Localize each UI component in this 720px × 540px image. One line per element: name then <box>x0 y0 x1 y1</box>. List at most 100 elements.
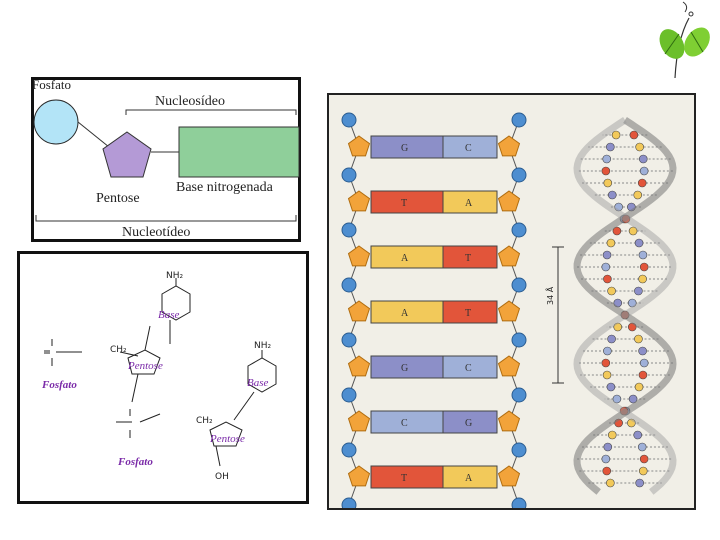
base-block-right <box>442 355 498 379</box>
phosphate-left <box>341 222 357 238</box>
helix-base <box>633 190 643 200</box>
base-block-right <box>442 465 498 489</box>
base-block-right <box>442 190 498 214</box>
helix-base <box>638 154 648 164</box>
base-letter-right: A <box>465 473 473 484</box>
sugar-right <box>497 300 521 322</box>
helix-base <box>634 382 644 392</box>
fosfato-label-1: Fosfato <box>42 379 77 391</box>
helix-strand-a <box>573 117 677 495</box>
helix-base <box>602 466 612 476</box>
helix-base <box>613 322 623 332</box>
nh2-label-1: NH₂ <box>166 271 184 281</box>
nucleotide-shapes <box>33 99 300 222</box>
base-letter-right: C <box>465 363 472 374</box>
helix-base <box>639 262 649 272</box>
phosphate-right <box>511 112 527 128</box>
helix-base <box>602 370 612 380</box>
phosphate-left <box>341 277 357 293</box>
helix-base <box>601 166 611 176</box>
helix-base <box>607 430 617 440</box>
phosphate-left <box>341 442 357 458</box>
helix-measure-label: 34 Å <box>546 286 555 305</box>
sugar-left <box>347 410 371 432</box>
phosphate-right <box>511 442 527 458</box>
helix-base <box>601 454 611 464</box>
sugar-left <box>347 245 371 267</box>
helix-base <box>638 370 648 380</box>
base-label: Base nitrogenada <box>176 180 273 195</box>
phosphate-left <box>341 332 357 348</box>
sugar-right <box>497 465 521 487</box>
nh2-label-2: NH₂ <box>254 341 272 351</box>
helix-base <box>612 226 622 236</box>
nucleotideo-label: Nucleotídeo <box>122 225 191 240</box>
base-letter-right: G <box>465 418 472 429</box>
helix-base <box>607 286 616 296</box>
phosphate-right <box>511 332 527 348</box>
base-letter-left: G <box>401 143 408 154</box>
helix-base <box>638 466 648 476</box>
helix-base <box>614 202 623 212</box>
helix-base <box>603 178 613 188</box>
base-label-1: Base <box>158 309 180 321</box>
sugar-right <box>497 245 521 267</box>
helix-base <box>612 394 622 404</box>
base-block-right <box>442 410 498 434</box>
helix-base <box>628 394 638 404</box>
nucleotide-top-border <box>31 77 301 80</box>
fosfato-label: Fosfato <box>32 77 71 92</box>
base-letter-left: C <box>401 418 408 429</box>
sugar-right <box>497 190 521 212</box>
pentose-label-2: Pentose <box>210 433 245 445</box>
dna-helix <box>552 117 677 495</box>
base-letter-right: C <box>465 143 472 154</box>
helix-base <box>628 226 638 236</box>
helix-base <box>634 238 644 248</box>
base-letter-right: A <box>465 198 473 209</box>
helix-base <box>601 358 611 368</box>
phosphate-left <box>341 167 357 183</box>
helix-base <box>638 346 647 356</box>
helix-base <box>607 190 617 200</box>
helix-base <box>633 430 643 440</box>
helix-base <box>638 274 647 284</box>
sugar-left <box>347 355 371 377</box>
base-rectangle <box>178 126 300 178</box>
helix-base <box>606 238 616 248</box>
base-block-right <box>442 245 498 269</box>
base-letter-right: T <box>465 253 471 264</box>
chemical-structure-lines <box>44 278 277 467</box>
sugar-right <box>497 410 521 432</box>
base-letter-left: A <box>401 253 409 264</box>
sugar-right <box>497 355 521 377</box>
helix-base <box>639 166 649 176</box>
phosphate-left <box>341 112 357 128</box>
helix-base <box>602 154 612 164</box>
base-block-right <box>442 135 498 159</box>
helix-base <box>606 478 615 488</box>
base-label-2: Base <box>247 377 269 389</box>
helix-base <box>638 250 648 260</box>
phosphate-right <box>511 277 527 293</box>
helix-base <box>603 346 612 356</box>
base-letter-left: A <box>401 308 409 319</box>
helix-base <box>634 334 643 344</box>
ch2-label-1: CH₂ <box>110 345 127 355</box>
sugar-left <box>347 135 371 157</box>
sugar-left <box>347 300 371 322</box>
fosfato-label-2: Fosfato <box>118 456 153 468</box>
sugar-left <box>347 190 371 212</box>
base-block-right <box>442 300 498 324</box>
helix-base <box>603 442 613 452</box>
sugar-right <box>497 135 521 157</box>
pentose-label: Pentose <box>96 191 140 206</box>
helix-base <box>601 262 611 272</box>
helix-base <box>635 478 644 488</box>
helix-base <box>635 142 644 152</box>
helix-base <box>602 250 612 260</box>
helix-base <box>606 142 615 152</box>
helix-base <box>611 130 621 140</box>
base-letter-left: T <box>401 198 407 209</box>
